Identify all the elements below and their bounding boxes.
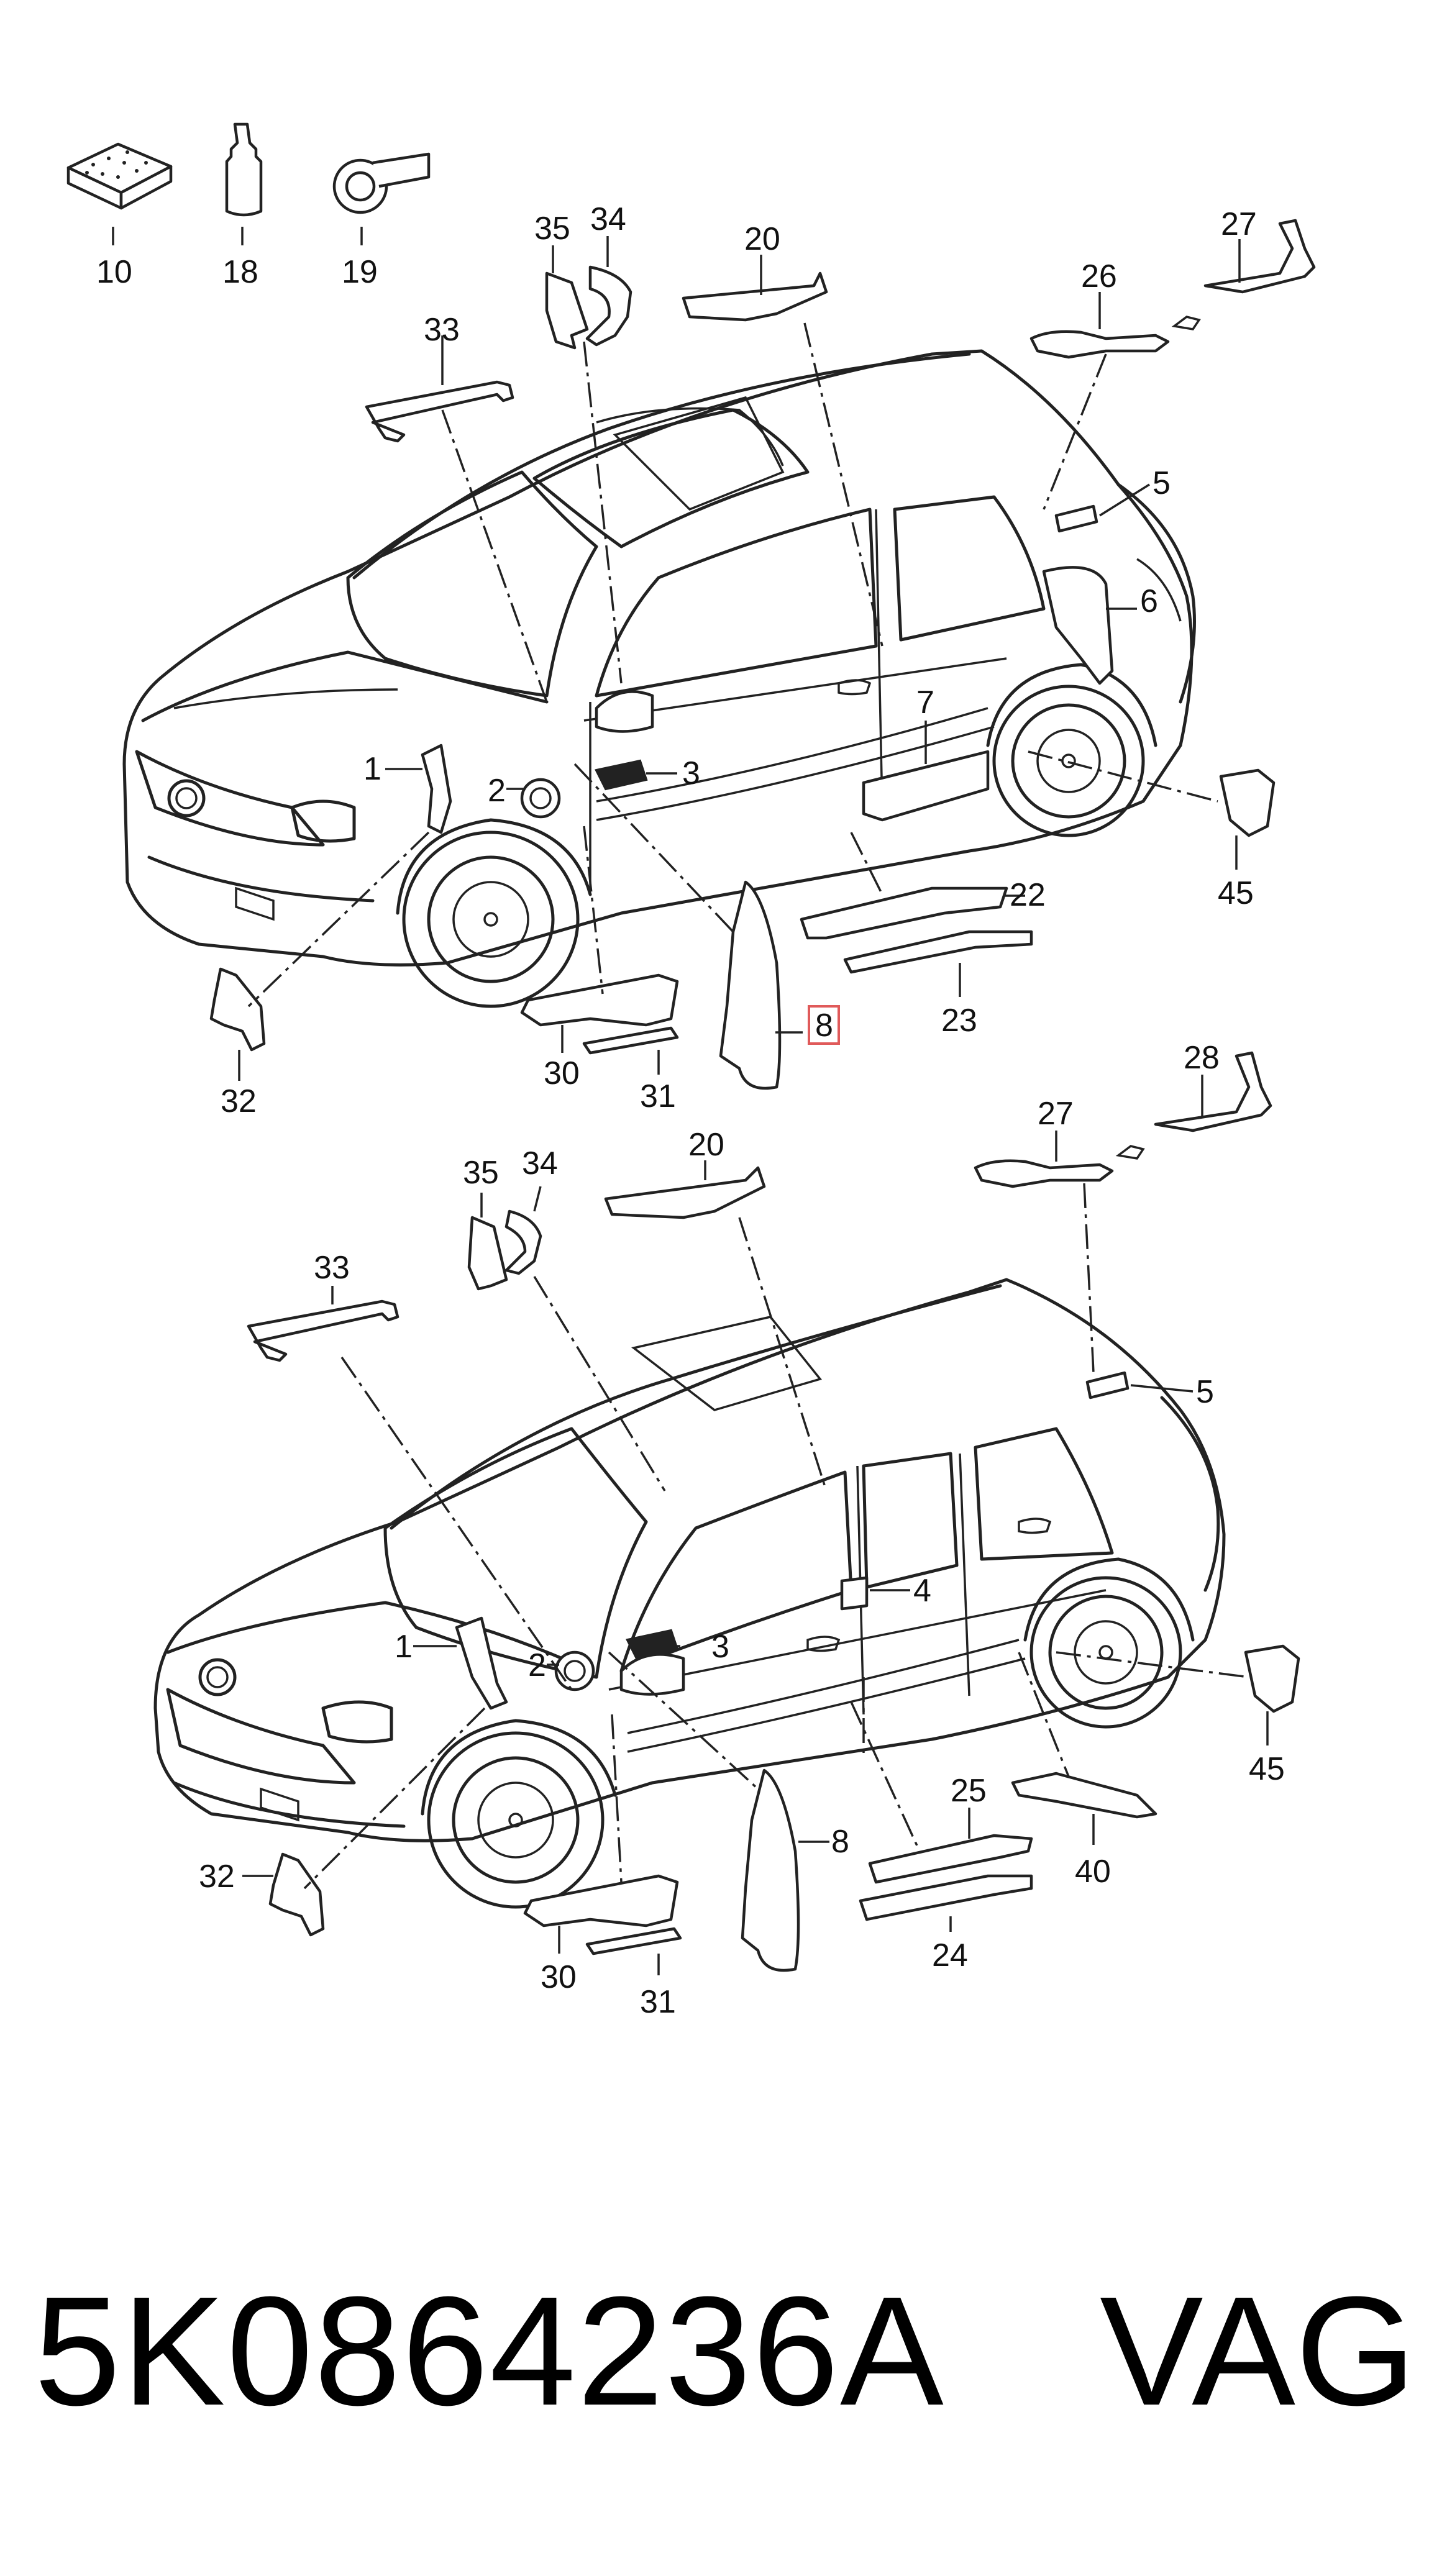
callout-bottom-40: 40: [1075, 1854, 1111, 1890]
part-2-top: [520, 778, 561, 819]
callout-top-5: 5: [1153, 465, 1171, 501]
part-45-top: [1219, 768, 1276, 837]
callout-bottom-1: 1: [395, 1629, 413, 1665]
callout-bottom-32: 32: [199, 1859, 235, 1895]
callout-top-35: 35: [534, 211, 570, 247]
part-3-bottom: [626, 1629, 679, 1660]
part-33-top: [365, 380, 514, 443]
car-bottom: [153, 1278, 1226, 1909]
part-34-bottom: [504, 1209, 542, 1275]
callout-top-22: 22: [1010, 877, 1046, 913]
part-30-top: [520, 973, 679, 1027]
part-33-bottom: [247, 1299, 399, 1362]
parts-top: [209, 219, 1316, 1090]
callout-top-7: 7: [916, 685, 934, 721]
part-40-bottom: [1011, 1772, 1157, 1819]
callout-bottom-35: 35: [463, 1155, 499, 1191]
part-27-bottom: [1154, 1051, 1272, 1132]
parts-bottom: [247, 1051, 1300, 1972]
pad-part-10: [66, 142, 173, 210]
callout-bottom-25: 25: [951, 1773, 987, 1809]
callout-bottom-4: 4: [913, 1573, 931, 1609]
part-20-bottom: [604, 1166, 766, 1219]
callout-bottom-34: 34: [522, 1145, 558, 1181]
car-top: [122, 349, 1196, 1008]
part-2-bottom: [554, 1650, 595, 1691]
leader-lines-top: [112, 227, 1241, 1081]
bottle-part-18: [225, 122, 263, 217]
part-28-bottom: [974, 1159, 1114, 1188]
callout-top-32: 32: [221, 1083, 257, 1119]
part-8-top: [719, 880, 782, 1090]
part-8-bottom: [741, 1768, 800, 1972]
part-7-top: [862, 750, 990, 822]
part-32-top: [209, 967, 266, 1052]
part-23-top: [843, 930, 1033, 974]
callout-top-34: 34: [590, 201, 626, 237]
part-25-bottom: [868, 1834, 1033, 1884]
part-4-bottom: [840, 1576, 869, 1611]
part-45-bottom: [1244, 1644, 1300, 1713]
callout-bottom-24: 24: [932, 1937, 968, 1973]
part-5-top: [1054, 504, 1098, 533]
callout-top-27: 27: [1221, 206, 1257, 242]
part-35-bottom: [467, 1216, 508, 1291]
callout-top-30: 30: [544, 1055, 580, 1091]
part-34-top: [585, 265, 632, 347]
callout-top-10: 10: [96, 254, 132, 290]
callout-top-33: 33: [424, 312, 460, 348]
brand-label: VAG: [1100, 2264, 1417, 2437]
callout-bottom-5: 5: [1196, 1374, 1214, 1410]
part-31-top: [582, 1026, 679, 1055]
part-1-bottom: [455, 1616, 508, 1710]
callout-top-26: 26: [1081, 258, 1117, 294]
highlight-box-8: [808, 1005, 840, 1045]
callout-top-6: 6: [1140, 583, 1158, 619]
callout-top-18: 18: [222, 254, 258, 290]
callout-bottom-8: 8: [831, 1824, 849, 1860]
part-24-bottom: [859, 1874, 1033, 1921]
part-22-top: [800, 886, 1008, 940]
callout-top-2: 2: [488, 773, 506, 809]
labels-top: 10 18 19 35 34 20 27 26 33 5 6 7 1 2 3 4…: [96, 201, 1257, 1119]
callout-top-8: 8: [815, 1008, 833, 1044]
callout-bottom-2: 2: [528, 1647, 546, 1683]
part-20-top: [682, 271, 828, 322]
tape-roll-part-19: [332, 152, 431, 214]
callout-bottom-31: 31: [640, 1984, 676, 2020]
callout-top-19: 19: [342, 254, 378, 290]
part-31-bottom: [585, 1927, 682, 1955]
callout-bottom-27: 27: [1038, 1096, 1074, 1132]
callout-top-20: 20: [744, 221, 780, 257]
part-6-top: [1042, 566, 1114, 685]
part-1-top: [421, 744, 452, 834]
part-3-top: [595, 759, 648, 791]
leader-lines-bottom: [242, 1075, 1269, 1975]
labels-bottom: 35 34 20 28 27 33 5 4 1 2 3 45 25 8 40 3…: [199, 1040, 1285, 2020]
callout-bottom-33: 33: [314, 1250, 350, 1286]
part-35-top: [545, 271, 589, 350]
callout-top-23: 23: [941, 1003, 977, 1039]
callout-top-31: 31: [640, 1078, 676, 1114]
part-27-top: [1203, 219, 1316, 294]
part-number: 5K0864236A: [34, 2264, 945, 2437]
callout-bottom-45: 45: [1249, 1751, 1285, 1787]
part-5-bottom: [1085, 1371, 1130, 1400]
part-32-bottom: [268, 1852, 325, 1937]
callout-bottom-28: 28: [1184, 1040, 1220, 1076]
callout-top-3: 3: [682, 755, 700, 791]
callout-bottom-3: 3: [711, 1629, 729, 1665]
callout-bottom-30: 30: [541, 1959, 577, 1995]
part-26-top: [1029, 330, 1170, 359]
callout-bottom-20: 20: [688, 1127, 724, 1163]
callout-top-1: 1: [363, 751, 381, 787]
part-30-bottom: [523, 1874, 679, 1927]
callout-top-45: 45: [1218, 875, 1254, 911]
